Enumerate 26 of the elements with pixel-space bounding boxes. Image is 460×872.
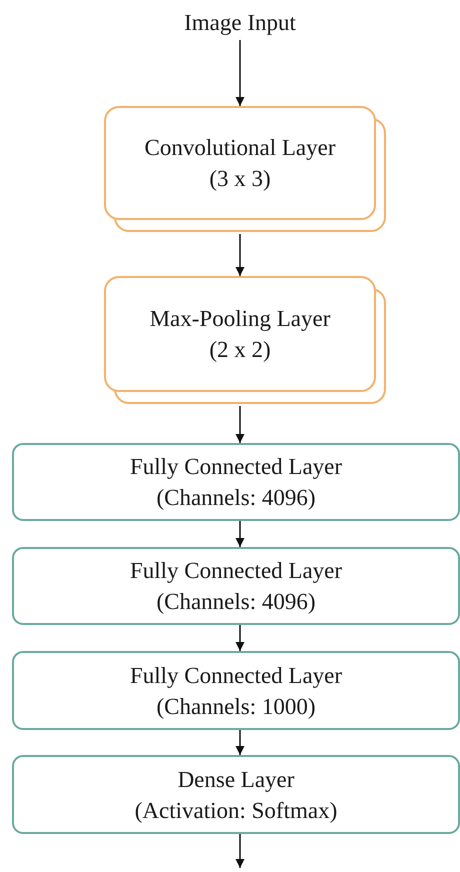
layer-parameter: (2 x 2) bbox=[209, 336, 271, 364]
layer-box bbox=[12, 547, 460, 625]
layer-parameter: (Channels: 1000) bbox=[156, 692, 316, 721]
layer-name: Max-Pooling Layer bbox=[150, 305, 330, 333]
layer-parameter: (Channels: 4096) bbox=[156, 484, 316, 512]
arrow bbox=[236, 834, 244, 868]
layer-box bbox=[12, 443, 460, 521]
layer-name: Convolutional Layer bbox=[144, 134, 336, 162]
stacked-layer-box bbox=[104, 276, 388, 406]
layer-name: Dense Layer bbox=[178, 766, 294, 794]
layer-name: Fully Connected Layer bbox=[130, 453, 342, 481]
arrow bbox=[236, 40, 244, 106]
input-label: Image Input bbox=[184, 8, 296, 37]
stacked-layer-box bbox=[104, 106, 388, 234]
layer-box bbox=[12, 651, 460, 730]
arrow bbox=[236, 234, 244, 276]
arrow bbox=[236, 406, 244, 443]
arrow bbox=[236, 521, 244, 547]
layer-name: Fully Connected Layer bbox=[130, 662, 342, 690]
layer-box bbox=[12, 755, 460, 834]
layer-parameter: (Channels: 4096) bbox=[156, 588, 316, 616]
layer-parameter: (3 x 3) bbox=[209, 165, 271, 193]
layer-name: Fully Connected Layer bbox=[130, 557, 342, 585]
arrow bbox=[236, 625, 244, 651]
layer-parameter: (Activation: Softmax) bbox=[134, 796, 338, 825]
arrow bbox=[236, 730, 244, 755]
